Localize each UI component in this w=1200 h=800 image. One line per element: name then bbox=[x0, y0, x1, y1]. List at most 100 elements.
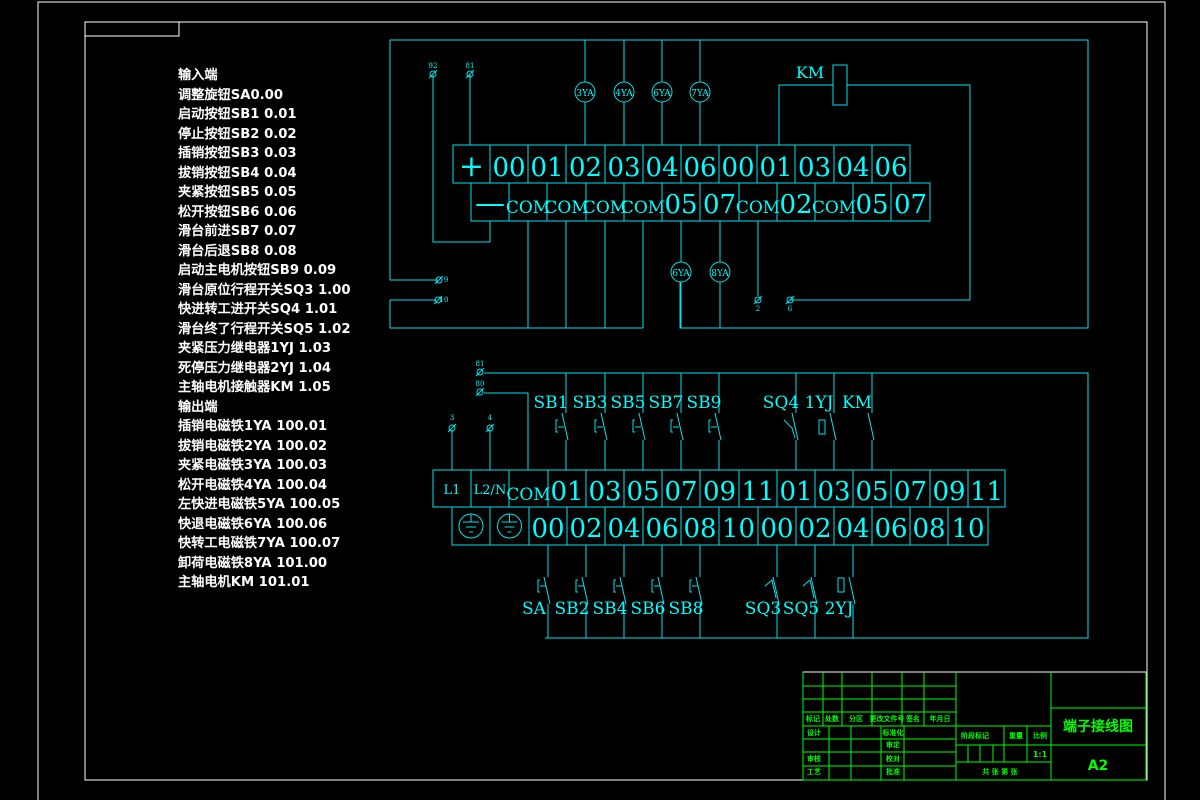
terminal-label: 02 bbox=[569, 153, 602, 183]
terminal-label: 04 bbox=[836, 153, 869, 183]
terminal-label: 01 bbox=[550, 477, 583, 507]
pushbutton-icon bbox=[651, 579, 654, 593]
terminal-label: 07 bbox=[664, 477, 697, 507]
wire bbox=[447, 423, 457, 433]
terminal-label: COM bbox=[621, 198, 665, 218]
terminal-label: COM bbox=[544, 198, 588, 218]
terminal-label: 04 bbox=[836, 514, 869, 544]
switch-icon bbox=[867, 412, 875, 441]
wire bbox=[433, 295, 443, 305]
terminal-label: 00 bbox=[492, 153, 525, 183]
output-item: 快转工电磁铁7YA 100.07 bbox=[178, 536, 341, 551]
switch-label: SQ4 bbox=[763, 393, 799, 413]
switch-icon bbox=[600, 412, 608, 441]
pushbutton-icon bbox=[613, 579, 616, 593]
terminal-label: 05 bbox=[664, 190, 697, 220]
terminal-label: 01 bbox=[759, 153, 792, 183]
terminal-cell bbox=[489, 506, 530, 546]
terminal-label: 10 bbox=[722, 514, 755, 544]
terminal-cell bbox=[451, 506, 491, 546]
output-item: 左快进电磁铁5YA 100.05 bbox=[178, 497, 341, 512]
terminal-label: L1 bbox=[444, 483, 461, 498]
terminal-label: 08 bbox=[683, 514, 716, 544]
outer-frame bbox=[37, 1, 1166, 800]
pushbutton-icon bbox=[670, 419, 673, 433]
terminal-label: 00 bbox=[721, 153, 754, 183]
terminal-label: 03 bbox=[798, 153, 831, 183]
sheet-size: A2 bbox=[1088, 758, 1109, 774]
title-block-label: 审定 bbox=[886, 740, 900, 749]
output-item: 快退电磁铁6YA 100.06 bbox=[178, 516, 328, 532]
limit-switch-icon bbox=[802, 579, 815, 599]
wire bbox=[785, 295, 795, 305]
input-item: 停止按钮SB2 0.02 bbox=[178, 126, 297, 142]
pushbutton-icon bbox=[575, 579, 578, 593]
terminal-label: 02 bbox=[798, 514, 831, 544]
terminal-label: 03 bbox=[817, 477, 850, 507]
switch-label: SB4 bbox=[593, 599, 628, 619]
terminal-label: 07 bbox=[894, 190, 927, 220]
limit-switch-icon bbox=[783, 419, 796, 439]
switch-icon bbox=[638, 412, 646, 441]
terminal-label: 03 bbox=[607, 153, 640, 183]
coil-label: 6YA bbox=[672, 269, 690, 279]
input-item: 夹紧按钮SB5 0.05 bbox=[178, 185, 297, 200]
title-block-label: 审核 bbox=[807, 754, 821, 763]
input-item: 滑台原位行程开关SQ3 1.00 bbox=[178, 282, 351, 298]
switch-icon bbox=[714, 412, 722, 441]
switch-icon bbox=[695, 576, 703, 605]
inner-frame bbox=[84, 21, 1148, 781]
top-loop bbox=[390, 39, 1089, 329]
input-item: 滑台前进SB7 0.07 bbox=[178, 224, 297, 239]
terminal-label: 06 bbox=[874, 153, 907, 183]
corner-box bbox=[84, 21, 180, 37]
terminal-label: 04 bbox=[645, 153, 678, 183]
wire bbox=[475, 367, 485, 377]
pushbutton-icon bbox=[632, 419, 635, 433]
switch-icon bbox=[561, 412, 569, 441]
coil-label: 8YA bbox=[711, 269, 729, 279]
terminal-node-icon bbox=[435, 276, 443, 284]
terminal-label: — bbox=[475, 186, 505, 221]
terminal-label: 07 bbox=[894, 477, 927, 507]
terminal-label: COM bbox=[506, 198, 550, 218]
switch-label: SB5 bbox=[611, 393, 646, 413]
title-block-label: 比例 bbox=[1033, 731, 1047, 740]
input-item: 快进转工进开关SQ4 1.01 bbox=[178, 302, 338, 317]
switch-icon bbox=[543, 576, 551, 605]
input-item: 死停压力继电器2YJ 1.04 bbox=[178, 360, 332, 376]
input-item: 启动主电机按钮SB9 0.09 bbox=[178, 263, 337, 278]
switch-label: SB2 bbox=[555, 599, 590, 619]
terminal-label: 06 bbox=[683, 153, 716, 183]
title-block-label: 共 张 第 张 bbox=[982, 767, 1018, 776]
coil-label: 6YA bbox=[653, 89, 671, 99]
terminal-node-icon bbox=[466, 70, 474, 78]
switch-icon bbox=[791, 412, 799, 441]
switch-label: SB8 bbox=[669, 599, 704, 619]
switch-icon bbox=[619, 576, 627, 605]
terminal-label: COM bbox=[736, 198, 780, 218]
pushbutton-icon bbox=[555, 419, 558, 433]
pushbutton-icon bbox=[537, 579, 540, 593]
title-block-label: 批准 bbox=[886, 767, 900, 776]
terminal-label: 01 bbox=[779, 477, 812, 507]
terminal-label: 09 bbox=[703, 477, 736, 507]
terminal-label: 11 bbox=[741, 477, 774, 507]
terminal-label: 08 bbox=[912, 514, 945, 544]
terminal-label: 00 bbox=[760, 514, 793, 544]
input-item: 夹紧压力继电器1YJ 1.03 bbox=[178, 341, 332, 356]
title-block-label: 设计 bbox=[807, 728, 821, 737]
terminal-label: 02 bbox=[569, 514, 602, 544]
terminal-label: 05 bbox=[855, 190, 888, 220]
coil-label: 3YA bbox=[576, 89, 594, 99]
terminal-node-icon bbox=[486, 424, 494, 432]
terminal-label: + bbox=[459, 149, 484, 184]
terminal-node-icon bbox=[476, 388, 484, 396]
switch-label: KM bbox=[842, 393, 872, 413]
switch-icon bbox=[829, 412, 837, 441]
input-item: 松开按钮SB6 0.06 bbox=[178, 204, 297, 220]
terminal-node-icon bbox=[476, 368, 484, 376]
wire bbox=[432, 75, 491, 243]
output-item: 夹紧电磁铁3YA 100.03 bbox=[178, 458, 328, 473]
